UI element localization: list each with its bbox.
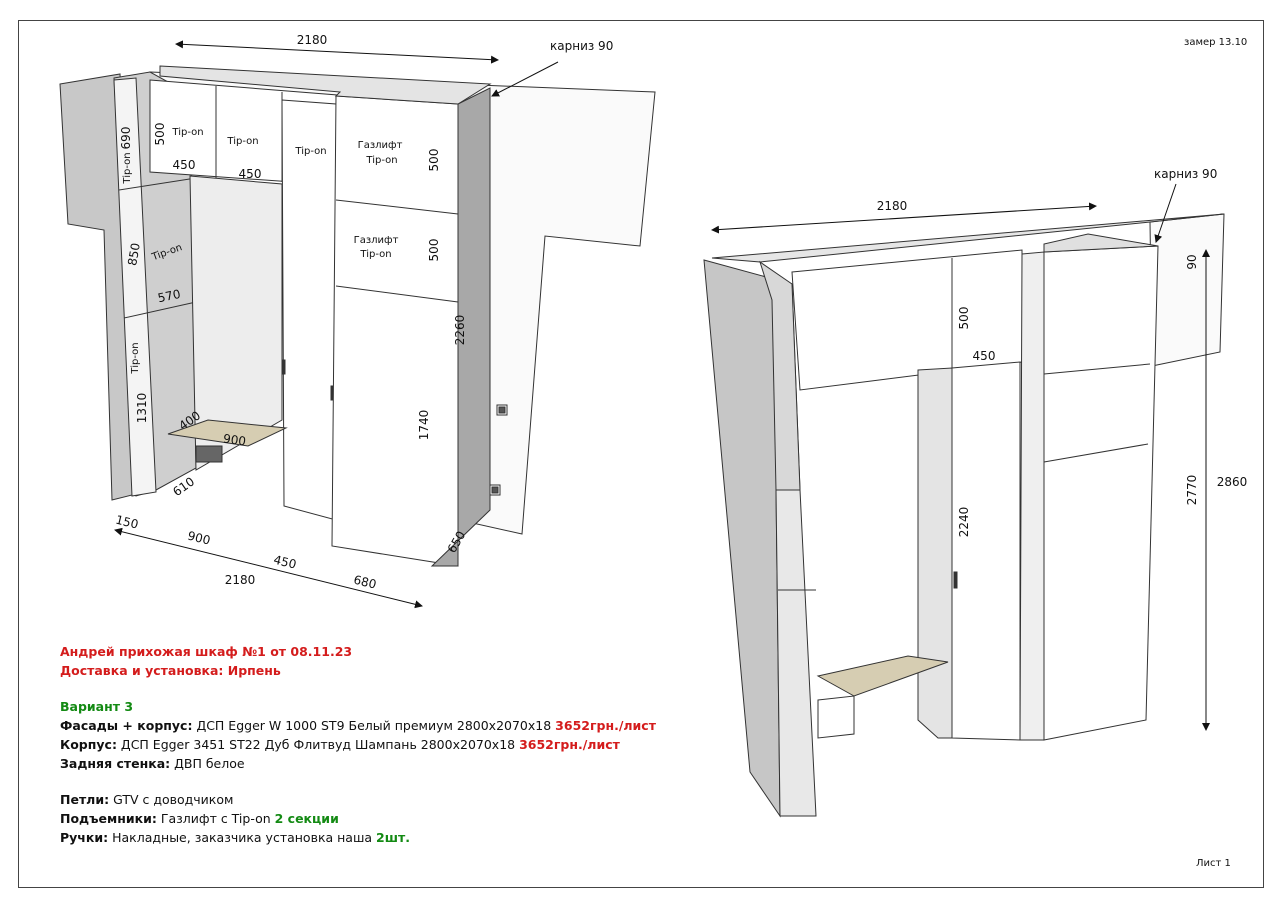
left-isometric-view [59, 65, 656, 567]
right-dimension-texts: 2180 карниз 90 90 500 450 2240 2770 2860 [877, 167, 1248, 537]
svg-text:Tip-on: Tip-on [130, 342, 141, 374]
svg-text:Tip-on: Tip-on [365, 155, 397, 166]
hinges-line: Петли: GTV с доводчиком [60, 792, 234, 807]
svg-text:500: 500 [957, 307, 971, 330]
svg-text:2260: 2260 [453, 315, 467, 346]
svg-text:500: 500 [153, 123, 167, 146]
lifts-line: Подъемники: Газлифт с Tip-on 2 секции [60, 811, 339, 826]
left-dimension-lines [114, 40, 559, 609]
svg-text:450: 450 [173, 158, 196, 172]
body-line: Корпус: ДСП Egger 3451 ST22 Дуб Флитвуд … [60, 737, 620, 752]
svg-text:450: 450 [239, 167, 262, 181]
handles-line: Ручки: Накладные, заказчика установка на… [60, 830, 411, 845]
svg-text:1310: 1310 [135, 393, 149, 424]
svg-text:570: 570 [157, 287, 182, 305]
svg-text:850: 850 [125, 242, 143, 267]
svg-text:450: 450 [272, 553, 298, 572]
svg-text:Газлифт: Газлифт [358, 140, 403, 151]
svg-text:900: 900 [186, 529, 212, 548]
drawing-frame [18, 20, 1264, 888]
svg-text:Tip-on: Tip-on [294, 146, 326, 157]
svg-text:450: 450 [973, 349, 996, 363]
svg-text:Tip-on: Tip-on [359, 249, 391, 260]
svg-text:90: 90 [1185, 254, 1199, 269]
svg-text:500: 500 [427, 149, 441, 172]
left-dimension-texts: 2180 карниз 90 690 850 570 1310 500 450 … [114, 33, 613, 592]
variant-label: Вариант 3 [60, 699, 134, 714]
right-dimension-lines [711, 183, 1210, 731]
svg-text:Газлифт: Газлифт [354, 235, 399, 246]
measure-date: замер 13.10 [1184, 37, 1248, 48]
specification-block: Андрей прихожая шкаф №1 от 08.11.23 Дост… [60, 642, 700, 847]
sheet-number: Лист 1 [1196, 858, 1231, 869]
svg-text:150: 150 [114, 513, 140, 532]
svg-text:2180: 2180 [877, 199, 908, 213]
svg-text:2860: 2860 [1217, 475, 1248, 489]
svg-text:690: 690 [119, 127, 133, 150]
svg-text:500: 500 [427, 239, 441, 262]
svg-text:2180: 2180 [225, 573, 256, 587]
svg-text:900: 900 [222, 432, 247, 449]
facades-line: Фасады + корпус: ДСП Egger W 1000 ST9 Бе… [60, 718, 656, 733]
svg-text:карниз 90: карниз 90 [550, 39, 613, 53]
svg-text:1740: 1740 [417, 410, 431, 441]
delivery-line: Доставка и установка: Ирпень [60, 663, 281, 678]
svg-text:Tip-on: Tip-on [122, 152, 133, 184]
svg-text:Tip-on: Tip-on [226, 136, 258, 147]
order-title: Андрей прихожая шкаф №1 от 08.11.23 [60, 644, 353, 659]
svg-text:Tip-on: Tip-on [171, 127, 203, 138]
svg-text:2240: 2240 [957, 507, 971, 538]
svg-text:2180: 2180 [297, 33, 328, 47]
back-panel-line: Задняя стенка: ДВП белое [60, 756, 245, 771]
svg-text:2770: 2770 [1185, 475, 1199, 506]
svg-text:680: 680 [352, 573, 378, 592]
svg-text:карниз 90: карниз 90 [1154, 167, 1217, 181]
